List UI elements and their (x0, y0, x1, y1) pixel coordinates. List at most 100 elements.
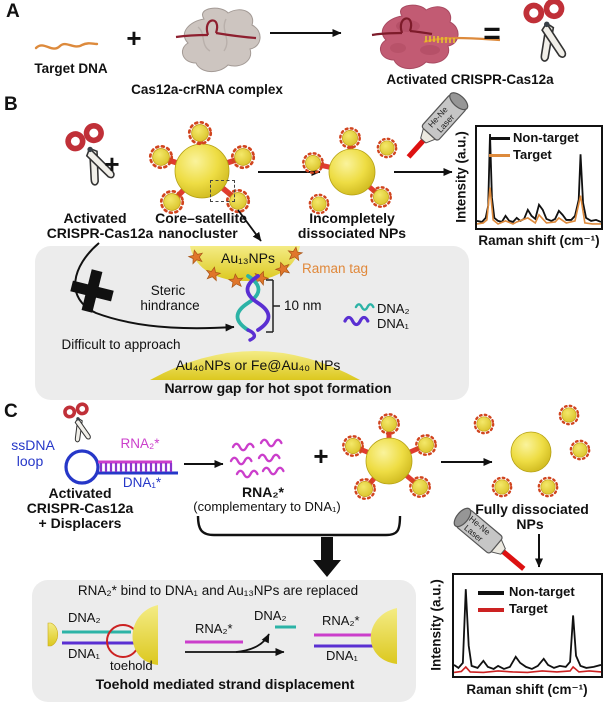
incomplete-nps-label-2: dissociated NPs (297, 225, 407, 241)
activated-crispr-label-b1: Activated (63, 210, 127, 226)
au13-nps-label: Au₁₃NPs (221, 250, 275, 266)
satellite-np-icon (409, 476, 431, 498)
narrow-gap-caption: Narrow gap for hot spot formation (164, 380, 392, 396)
au40-nps-label: Au₄₀NPs or Fe@Au₄₀ NPs (175, 357, 341, 373)
incomplete-nps-label-1: Incompletely (309, 210, 395, 226)
satellite-np-icon (491, 476, 513, 498)
dna-duplex-helix (235, 274, 271, 342)
ten-nm-measure-bracket (266, 279, 280, 333)
panel-b-letter: B (4, 94, 18, 115)
x-axis-label-c: Raman shift (cm⁻¹) (466, 682, 588, 697)
fully-dissociated-nps (473, 404, 591, 498)
x-axis-label-b: Raman shift (cm⁻¹) (478, 233, 600, 248)
raman-tag-label: Raman tag (302, 261, 369, 276)
satellite-np-icon (376, 137, 398, 159)
target-dna-strand-icon (34, 42, 99, 50)
steric-hindrance-label-1: Steric (150, 283, 186, 298)
thick-down-arrow (313, 537, 341, 577)
steric-hindrance-label-2: hindrance (140, 298, 200, 313)
zoom-callout-arrow (237, 209, 262, 242)
satellite-np-icon (339, 127, 361, 149)
core-satellite-nanocluster-b (148, 120, 256, 215)
gold-core-np (328, 148, 376, 196)
fully-dissociated-label-1: Fully dissociated (475, 501, 589, 517)
grouping-bracket (196, 515, 402, 537)
core-satellite-nanocluster-c (342, 413, 437, 500)
dna2-release-arrow (235, 633, 270, 653)
satellite-np-icon (342, 435, 364, 457)
released-rna2-squiggles (229, 438, 285, 479)
legend-swatch-nontarget-c (478, 591, 504, 595)
small-au-np (47, 622, 59, 647)
displacer-hairpin-structure (64, 449, 178, 485)
rna2-mid-label: RNA₂* (195, 621, 233, 636)
core-satellite-label-2: nanocluster (158, 225, 238, 241)
equals-sign: = (483, 17, 501, 50)
scissors-icon-c (62, 401, 97, 445)
difficult-approach-label: Difficult to approach (61, 337, 181, 352)
fully-dissociated-label-2: NPs (516, 516, 544, 532)
incompletely-dissociated-nps (302, 127, 398, 215)
legend-swatch-target-b (489, 154, 510, 157)
difficult-approach-arrow (74, 242, 235, 332)
ssdna-loop-label-2: loop (16, 453, 44, 469)
legend-nontarget-c: Non-target (509, 584, 575, 599)
satellite-np-icon (415, 434, 437, 456)
satellite-np-icon (354, 478, 376, 500)
y-axis-label-b: Intensity (a.u.) (453, 131, 469, 223)
scissors-icon-a (525, 0, 572, 63)
blocked-cross-icon (70, 269, 114, 313)
rna2-duplex-label: RNA₂* (120, 436, 160, 451)
plus-sign-a: + (126, 23, 142, 53)
legend-target-b: Target (513, 147, 552, 162)
satellite-np-icon (569, 439, 591, 461)
legend-swatch-nontarget-b (489, 137, 510, 140)
legend-nontarget-b: Non-target (513, 130, 579, 145)
au40-np-dome (150, 351, 360, 380)
toehold-caption: Toehold mediated strand displacement (95, 676, 355, 692)
satellite-np-icon (558, 404, 580, 426)
satellite-np-icon (473, 413, 495, 435)
activated-displacers-label-2: CRISPR-Cas12a (26, 500, 134, 516)
satellite-np-icon (370, 186, 392, 208)
dna2-squiggle-icon (354, 303, 375, 311)
core-au-np-dome (132, 605, 158, 665)
activated-displacers-label-1: Activated (48, 485, 112, 501)
satellite-np-icon (378, 413, 400, 435)
legend-target-c: Target (509, 601, 548, 616)
dna1-legend-label: DNA₁ (377, 316, 409, 331)
dna1-left-label: DNA₁ (68, 646, 100, 661)
raman-spectrum-b (475, 125, 603, 230)
rna2-right-label: RNA₂* (322, 613, 360, 628)
cas12a-crrna-complex-icon (175, 7, 261, 72)
dna2-left-label: DNA₂ (68, 610, 101, 625)
legend-swatch-target-c (478, 608, 504, 612)
dna2-legend-label: DNA₂ (377, 301, 410, 316)
core-satellite-label-1: Core–satellite (155, 210, 247, 226)
dna2-mid-label: DNA₂ (254, 608, 287, 623)
target-dna-label: Target DNA (34, 61, 108, 76)
dna1-squiggle-icon (343, 315, 370, 327)
y-axis-label-c: Intensity (a.u.) (428, 579, 444, 671)
toehold-label: toehold (110, 658, 153, 673)
satellite-np-icon (302, 152, 324, 174)
core-au-np-dome (370, 608, 397, 664)
activated-displacers-label-3: + Displacers (38, 515, 122, 531)
panel-c-letter: C (4, 401, 18, 422)
satellite-np-icon (230, 144, 256, 170)
toehold-displacement-diagram (47, 605, 397, 665)
zoom-region-box (210, 180, 235, 202)
spectrum-c-nontarget-line (454, 589, 601, 670)
dna1-duplex-label: DNA₁* (122, 475, 162, 490)
cas12a-complex-label: Cas12a-crRNA complex (131, 82, 283, 97)
ssdna-loop-icon (64, 449, 100, 485)
spectrum-b-nontarget-line (477, 134, 601, 223)
rna2-release-label: RNA₂* (242, 484, 284, 500)
au13-np-dome (190, 246, 300, 281)
plus-sign-c: + (313, 441, 329, 471)
activated-cas12a-complex-icon (371, 4, 501, 69)
plus-sign-b: + (104, 149, 120, 179)
satellite-np-icon (537, 476, 559, 498)
